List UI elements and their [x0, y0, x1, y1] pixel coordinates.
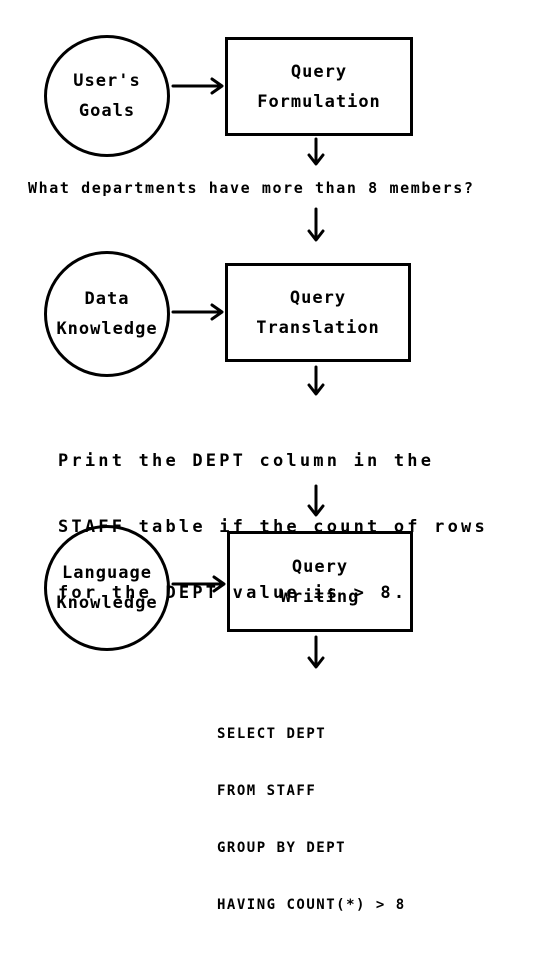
arrow-goals-to-formulation	[171, 77, 224, 95]
sql-output-line-2: FROM STAFF	[217, 783, 317, 799]
sql-output-line-3: GROUP BY DEPT	[217, 840, 347, 856]
diagram-arrows	[171, 77, 325, 669]
arrow-language-to-writing	[171, 575, 226, 593]
query-formulation-line-2: Formulation	[257, 91, 381, 112]
arrow-data-to-translation	[171, 303, 224, 321]
sql-output-line-1: SELECT DEPT	[217, 726, 327, 742]
arrow-formulation-down	[307, 137, 325, 166]
query-translation-line-1: Query	[289, 287, 347, 308]
arrow-translation-down	[307, 365, 325, 396]
users-goals-circle: User's Goals	[44, 35, 170, 157]
users-goals-line-2: Goals	[78, 101, 136, 121]
translation-output-line-1: Print the DEPT column in the	[58, 451, 435, 471]
arrow-question-down	[307, 207, 325, 242]
language-knowledge-circle: Language Knowledge	[44, 525, 170, 651]
query-writing-line-1: Query	[291, 556, 349, 577]
query-formulation-box: Query Formulation	[225, 37, 413, 136]
query-writing-line-2: Writing	[280, 586, 360, 607]
arrow-writing-down	[307, 635, 325, 669]
sql-output-line-4: HAVING COUNT(*) > 8	[217, 897, 406, 913]
data-knowledge-line-1: Data	[84, 289, 130, 309]
query-translation-line-2: Translation	[256, 317, 380, 338]
data-knowledge-circle: Data Knowledge	[44, 251, 170, 377]
language-knowledge-line-2: Knowledge	[56, 593, 158, 613]
language-knowledge-line-1: Language	[62, 563, 152, 583]
arrow-description-down	[307, 484, 325, 517]
formulation-output-text: What departments have more than 8 member…	[28, 179, 475, 197]
query-formulation-line-1: Query	[290, 61, 348, 82]
query-translation-box: Query Translation	[225, 263, 411, 362]
data-knowledge-line-2: Knowledge	[56, 319, 158, 339]
users-goals-line-1: User's	[73, 71, 141, 91]
query-writing-box: Query Writing	[227, 531, 413, 632]
query-process-diagram: User's Goals Query Formulation What depa…	[28, 35, 485, 913]
